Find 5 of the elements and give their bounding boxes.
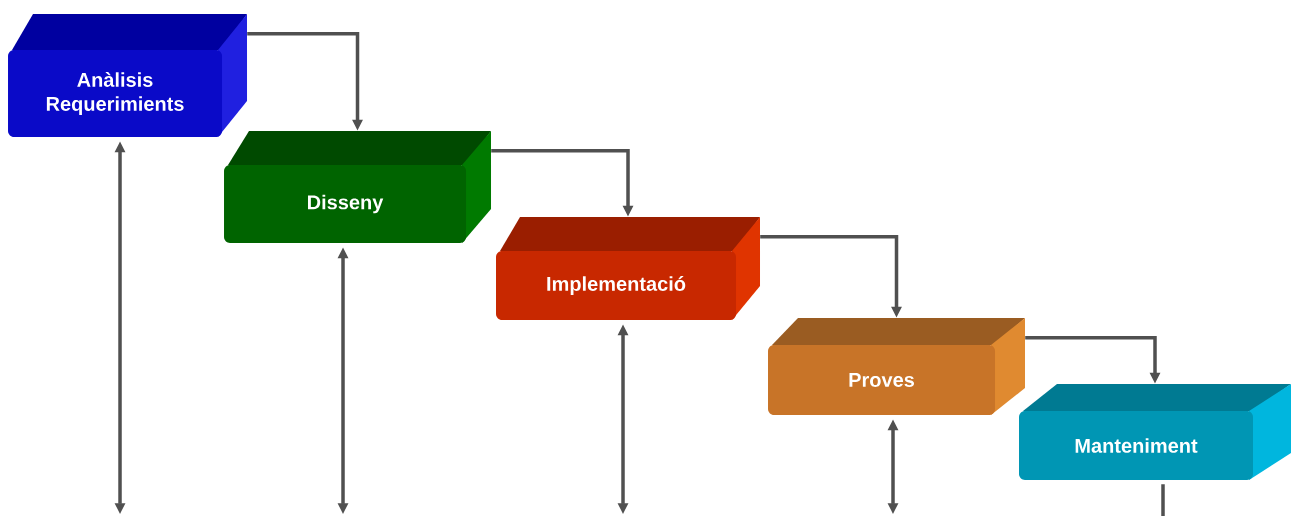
process-box: Proves <box>768 318 1025 415</box>
process-box: Anàlisis Requerimients <box>8 14 247 137</box>
process-box: Manteniment <box>1019 384 1291 480</box>
process-box: Implementació <box>496 217 760 320</box>
process-box: Disseny <box>224 131 491 243</box>
